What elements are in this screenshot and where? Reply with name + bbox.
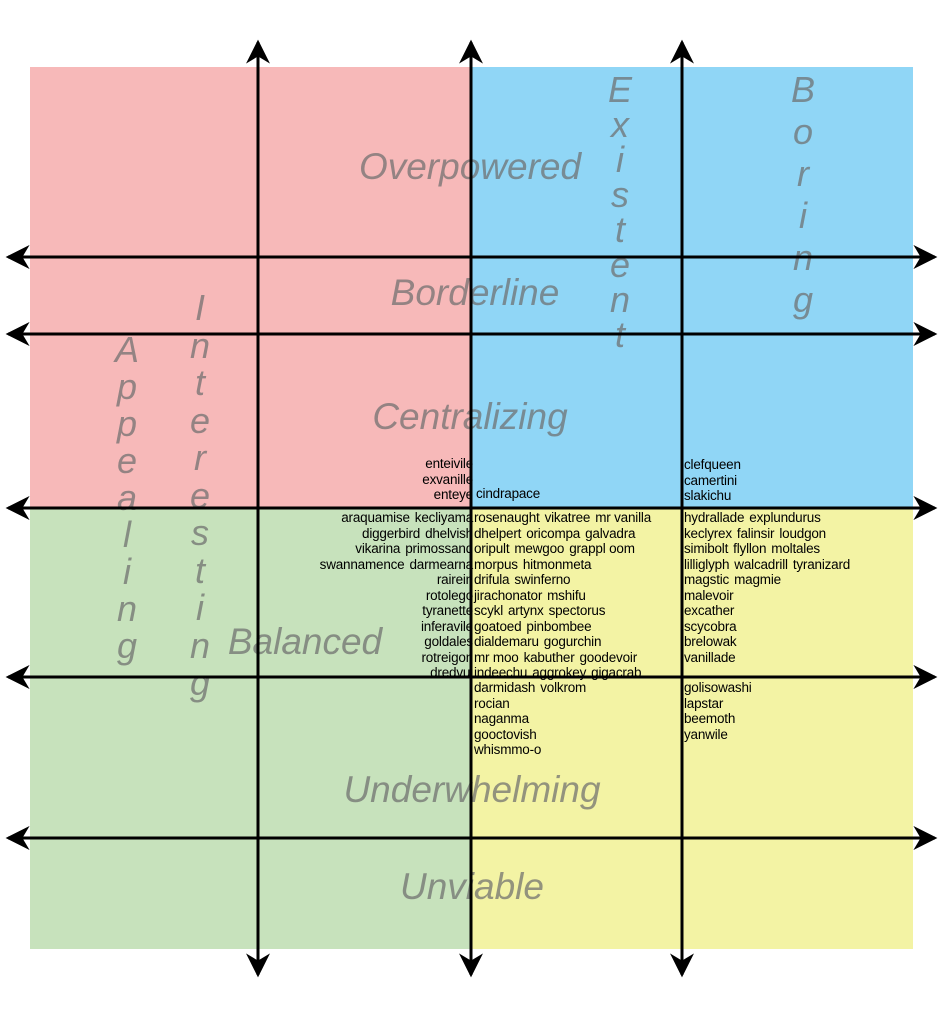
entry-label: camertini: [684, 472, 737, 488]
column-label-letter: t: [614, 209, 626, 250]
column-label-letter: i: [616, 139, 624, 180]
entry-label: brelowak: [684, 634, 737, 649]
name-row: scycobra: [684, 619, 850, 635]
entry-label: oricompa: [526, 525, 581, 541]
entry-label: swannamence: [319, 556, 405, 572]
entry-label: excather: [684, 603, 735, 618]
name-row: gooctovish: [474, 727, 586, 743]
entry-label: swinferno: [514, 572, 571, 587]
entry-label: falinsir: [736, 525, 775, 541]
column-label-letter: g: [116, 625, 138, 666]
entry-label: magmie: [734, 572, 781, 587]
column-label-letter: e: [116, 440, 138, 481]
name-row: clefqueen: [684, 457, 741, 473]
column-label-letter: t: [194, 362, 206, 403]
entry-label: vikarina: [355, 541, 401, 556]
column-label-letter: s: [611, 174, 629, 215]
column-label-letter: i: [123, 551, 131, 592]
entry-label: pinbombee: [526, 618, 592, 634]
column-label-letter: E: [607, 69, 633, 110]
entry-label: goatoed: [474, 618, 522, 634]
column-label-letter: l: [123, 514, 131, 555]
column-label-letter: n: [116, 588, 138, 629]
entry-label: kabuther: [523, 649, 575, 665]
entry-label: dialdemaru: [474, 634, 539, 649]
entry-label: mshifu: [547, 587, 586, 603]
entry-label: jirachonator: [474, 587, 543, 603]
column-label-letter: o: [792, 111, 814, 152]
entry-label: tyranizard: [792, 556, 851, 572]
column-label-letter: e: [189, 399, 211, 441]
column-label-letter: B: [790, 69, 816, 110]
entry-label: morpus: [474, 556, 518, 572]
name-row: malevoir: [684, 588, 850, 604]
entry-label: whismmo-o: [474, 742, 542, 757]
entry-label: keclyrex: [684, 525, 732, 541]
name-row: vikarina primossand: [320, 541, 473, 557]
entry-label: galvadra: [585, 525, 636, 541]
name-row: camertini: [684, 473, 741, 489]
entry-label: yanwile: [684, 726, 728, 742]
column-label-letter: p: [116, 366, 138, 407]
column-label-letter: i: [196, 587, 204, 628]
entry-label: clefqueen: [684, 457, 741, 472]
entry-label: vanillade: [684, 649, 736, 665]
name-row: dialdemaru gogurchin: [474, 634, 651, 650]
entry-label: mewgoo: [514, 541, 565, 556]
entry-label: naganma: [474, 711, 529, 726]
entry-label: primossand: [405, 541, 473, 556]
name-row: naganma: [474, 711, 586, 727]
entry-label: dhelpert: [474, 525, 522, 541]
entry-label: diggerbird: [362, 525, 421, 541]
name-row: whismmo-o: [474, 742, 586, 758]
entry-label: loudgon: [779, 525, 826, 541]
entry-label: mr moo: [474, 649, 519, 665]
entry-label: artynx: [508, 603, 544, 618]
name-row: magstic magmie: [684, 572, 850, 588]
name-row: brelowak: [684, 634, 850, 650]
entry-label: spectorus: [548, 603, 606, 618]
name-row: simibolt flyllon moltales: [684, 541, 850, 557]
entry-label: darmearna: [409, 556, 474, 572]
column-label-letter: r: [194, 437, 206, 478]
name-row: excather: [684, 603, 850, 619]
column-label-letter: g: [792, 279, 814, 320]
column-label-letter: I: [194, 287, 206, 328]
column-label-letter: t: [194, 549, 206, 591]
entry-label: moltales: [771, 541, 820, 556]
column-label-letter: i: [799, 195, 807, 236]
entry-label: hitmonmeta: [522, 556, 592, 572]
entry-label: simibolt: [684, 541, 729, 556]
entry-label: gogurchin: [543, 634, 602, 649]
column-label-letter: x: [611, 104, 629, 145]
entry-label: malevoir: [684, 587, 734, 603]
column-label-letter: r: [797, 153, 809, 194]
entry-label: beemoth: [684, 711, 736, 726]
entry-label: grappl oom: [569, 541, 635, 556]
column-label-letter: p: [116, 403, 138, 444]
entry-label: magstic: [684, 572, 730, 587]
column-label-letter: n: [189, 624, 211, 666]
entry-label: scycobra: [684, 618, 737, 634]
name-row: beemoth: [684, 711, 752, 727]
column-label-letter: s: [191, 512, 209, 553]
entry-label: goodevoir: [579, 649, 638, 665]
name-row: yanwile: [684, 727, 752, 743]
column-label-letter: n: [609, 279, 631, 320]
entry-label: gooctovish: [474, 726, 537, 742]
entry-label: lilliglyph: [684, 556, 730, 572]
name-row: vanillade: [684, 650, 850, 666]
entry-label: walcadrill: [734, 556, 788, 572]
entry-label: flyllon: [733, 541, 767, 556]
